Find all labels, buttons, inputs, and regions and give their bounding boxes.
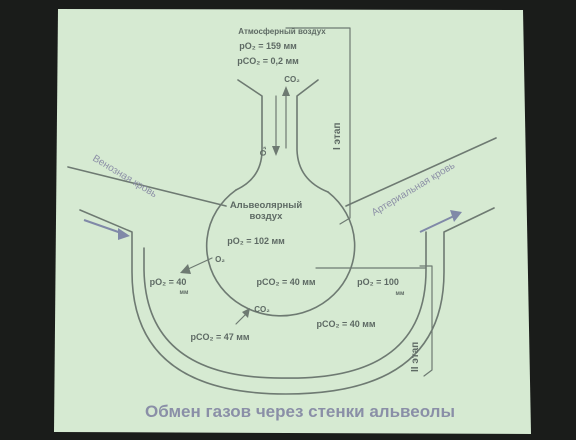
alveolus-wall <box>205 189 356 317</box>
artery-upper-wall <box>345 137 497 207</box>
capillary-outer-wall <box>79 207 495 395</box>
slide-background <box>54 9 531 434</box>
o2-in-arrow <box>272 95 280 156</box>
diffusion-o2-label: O₂ <box>215 255 225 264</box>
trachea-right-wall <box>296 79 329 193</box>
arterial-flow-arrow <box>419 210 462 233</box>
atmosphere-po2: pO₂ = 159 мм <box>239 41 297 51</box>
alveolus-pco2: pCO₂ = 40 мм <box>256 277 315 287</box>
venous-pco2: pCO₂ = 47 мм <box>190 332 249 342</box>
alveolus-title-line1: Альвеолярный <box>230 200 303 211</box>
atmosphere-title: Атмосферный воздух <box>238 27 326 36</box>
co2-out-arrow <box>282 86 290 149</box>
trachea-co2-label: CO₂ <box>284 75 300 84</box>
arterial-po2-unit: мм <box>396 291 405 297</box>
arterial-pco2: pCO₂ = 40 мм <box>316 319 375 329</box>
slide-caption: Обмен газов через стенки альвеолы <box>145 402 455 421</box>
stage1-label: I этап <box>332 123 343 150</box>
co2-diffusion-arrow <box>235 308 250 325</box>
vein-upper-wall <box>67 166 227 207</box>
alveolus-po2: pO₂ = 102 мм <box>227 236 285 246</box>
venous-po2-unit: мм <box>180 290 189 296</box>
stage2-label: II этап <box>410 342 421 372</box>
o2-diffusion-arrow <box>180 257 213 274</box>
capillary-inner-wall <box>143 231 427 379</box>
diffusion-co2-label: CO₂ <box>254 305 270 314</box>
alveolus-title-line2: воздух <box>250 211 284 222</box>
atmosphere-pco2: pCO₂ = 0,2 мм <box>237 56 299 66</box>
trachea-o2-label: O₂ <box>259 146 268 156</box>
arterial-po2-value: pO₂ = 100 <box>357 277 399 287</box>
venous-flow-arrow <box>83 219 130 240</box>
trachea-left-wall <box>235 79 263 191</box>
venous-po2-value: pO₂ = 40 <box>150 277 187 287</box>
stage2-bracket <box>419 265 433 377</box>
stage1-bracket <box>285 27 351 225</box>
